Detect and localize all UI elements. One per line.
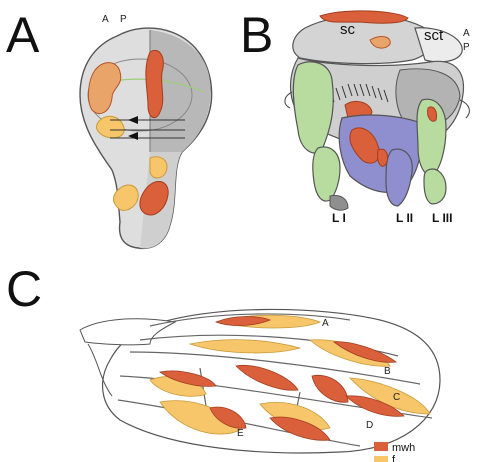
legend-label-f: f: [392, 454, 396, 462]
leg-2-clone: [378, 149, 388, 166]
legend-label-mwh: mwh: [392, 442, 415, 454]
leg-1-segment: [313, 147, 340, 201]
panel-a: A A P: [6, 7, 212, 248]
disc-clone: [146, 50, 163, 117]
wing-region-label-b: B: [384, 366, 391, 377]
leg-label-3: L III: [432, 211, 452, 225]
wing-region-label-e: E: [237, 428, 244, 439]
sct-label: sct: [424, 27, 444, 44]
wing-region-label-c: C: [393, 392, 400, 403]
leg-3-segment: [424, 169, 446, 204]
panel-b-letter: B: [240, 7, 273, 63]
leg-1-coxa: [293, 62, 333, 153]
sc-label: sc: [340, 21, 356, 38]
leg-label-2: L II: [396, 211, 413, 225]
panel-a-letter: A: [6, 7, 40, 63]
wing-region-label-a: A: [322, 318, 329, 329]
leg-label-1: L I: [332, 211, 346, 225]
leg-1-tarsus: [330, 196, 348, 211]
panel-a-anterior-label: A: [102, 14, 109, 25]
panel-a-posterior-label: P: [120, 14, 127, 25]
legend-swatch-f: [374, 456, 388, 462]
panel-c: C: [6, 261, 440, 462]
disc-clone: [150, 157, 167, 178]
notum-clone: [320, 11, 408, 23]
legend-swatch-mwh: [374, 442, 388, 451]
wing-region-label-d: D: [366, 420, 373, 431]
panel-b-anterior-label: A: [463, 28, 470, 39]
panel-b-posterior-label: P: [463, 42, 470, 53]
panel-c-letter: C: [6, 261, 42, 317]
panel-b: B sc: [240, 7, 470, 225]
leg-2-segment: [386, 149, 412, 206]
